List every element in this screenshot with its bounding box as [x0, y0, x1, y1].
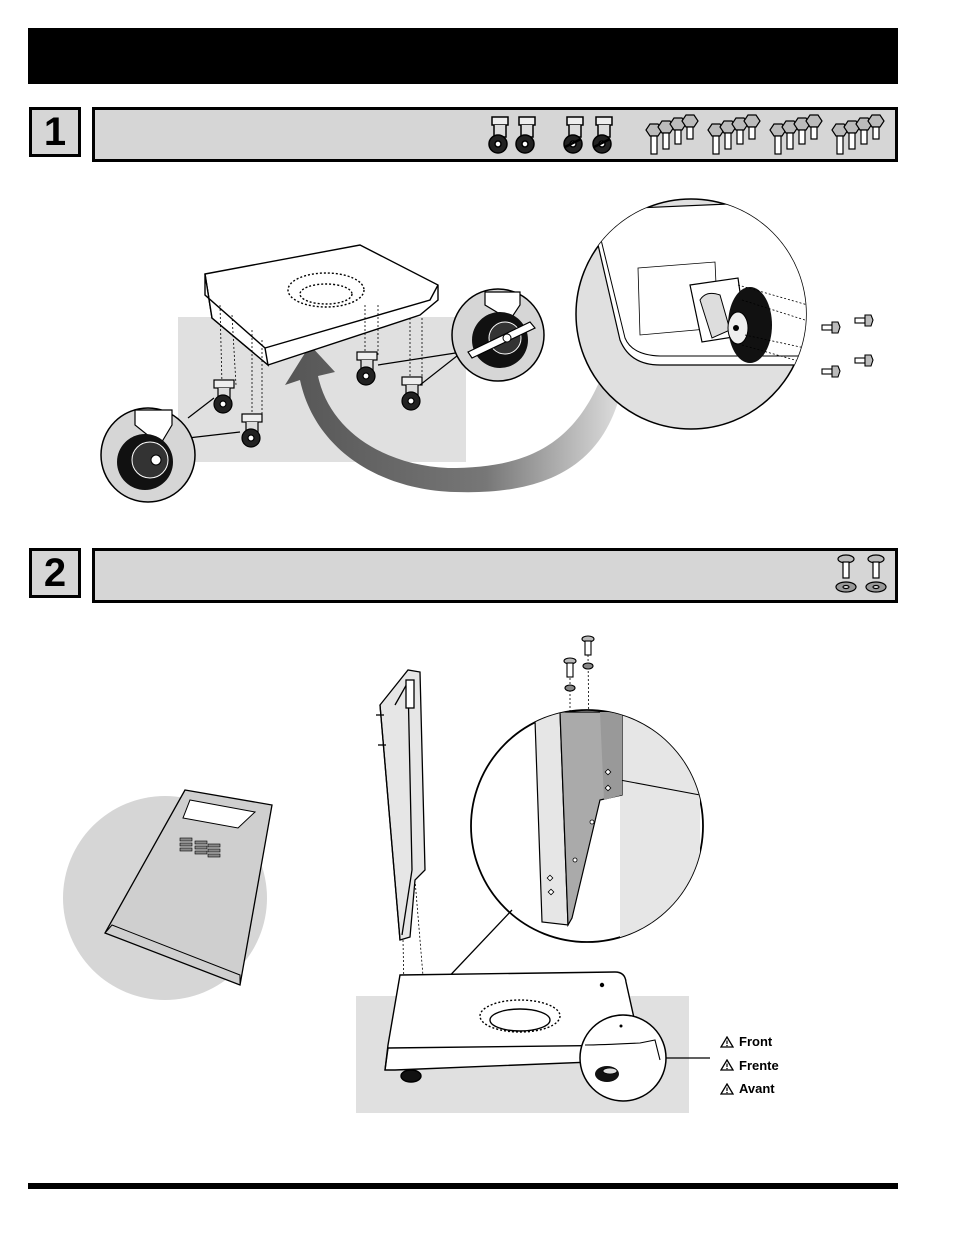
- legend-item: Frente: [720, 1054, 779, 1078]
- legend-label-avant: Avant: [739, 1081, 775, 1096]
- legend-item: Avant: [720, 1077, 779, 1101]
- warning-triangle-icon: [720, 1059, 734, 1071]
- warning-triangle-icon: [720, 1083, 734, 1095]
- legend-label-frente: Frente: [739, 1058, 779, 1073]
- front-caster-zoom: [580, 1015, 666, 1101]
- upright-frame: [376, 670, 425, 940]
- legend-label-front: Front: [739, 1034, 772, 1049]
- locking-caster-zoom: [452, 289, 544, 381]
- bolt: [822, 315, 873, 377]
- frame-joint-zoom: [471, 710, 703, 942]
- side-panel-detail: [63, 790, 272, 1000]
- legend-item: Front: [720, 1030, 779, 1054]
- hex-bolt-parts-icon: [646, 115, 884, 154]
- caster-zoom-left: [101, 408, 195, 502]
- page-footer-rule: [28, 1183, 898, 1189]
- screw: [564, 636, 594, 691]
- front-legend: Front Frente Avant: [720, 1030, 779, 1101]
- caster-parts-icon: [489, 117, 612, 153]
- screw-washer-parts-icon: [836, 555, 886, 592]
- bolt-attachment-zoom: [576, 199, 860, 429]
- warning-triangle-icon: [720, 1036, 734, 1048]
